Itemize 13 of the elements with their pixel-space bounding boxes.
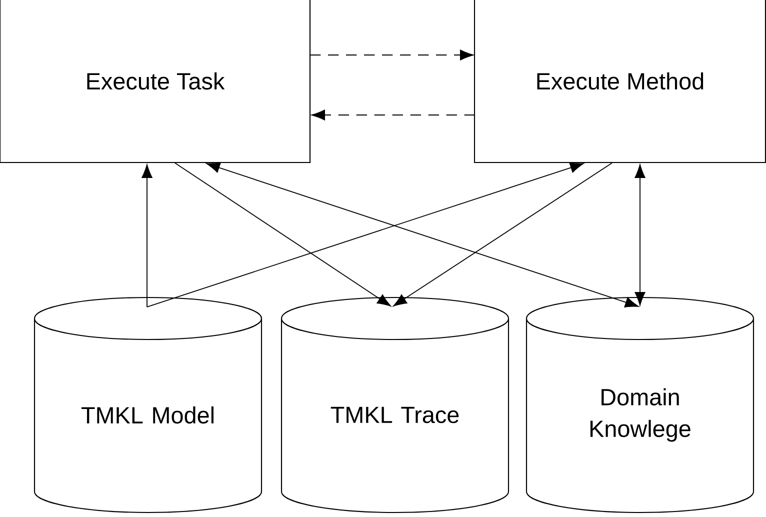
arrow <box>634 164 646 306</box>
database-cylinder: Domain Knowlege <box>526 296 754 514</box>
arrow <box>206 162 639 308</box>
database-cylinder: TMKL Model <box>34 296 262 514</box>
arrow <box>310 50 474 60</box>
process-box: Execute Task <box>0 0 311 164</box>
arrow <box>393 162 612 306</box>
process-box: Execute Method <box>474 0 766 164</box>
arrow <box>146 162 584 308</box>
database-cylinder: TMKL Trace <box>280 296 510 514</box>
arrow <box>174 162 391 306</box>
arrow <box>311 110 476 120</box>
arrow <box>142 164 152 308</box>
